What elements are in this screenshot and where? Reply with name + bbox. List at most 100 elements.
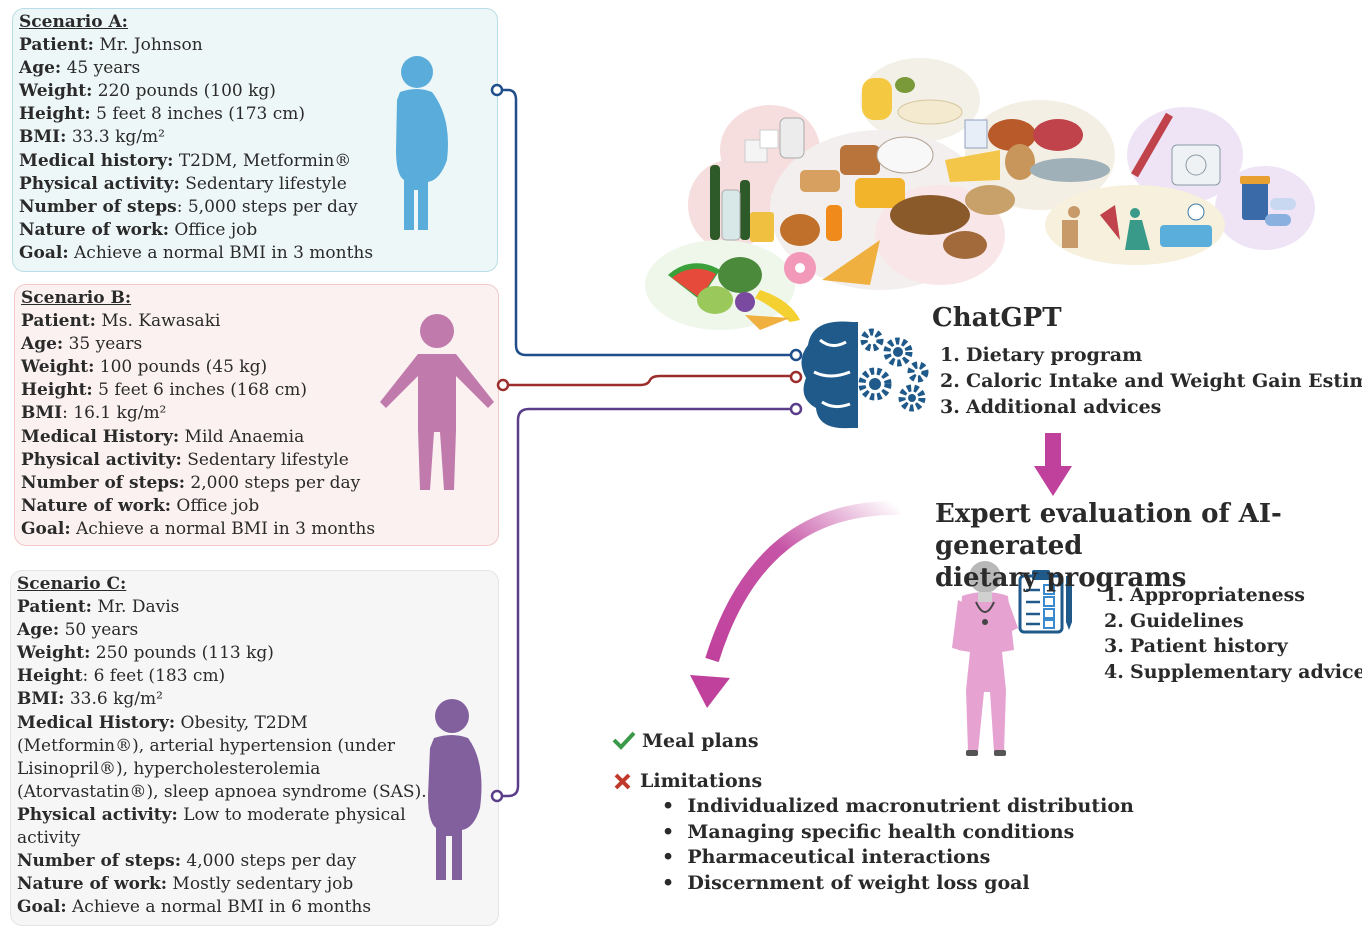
chatgpt-title: ChatGPT — [932, 303, 1062, 333]
patient-bmi: 33.3 kg/m² — [71, 127, 165, 148]
patient-goal: Achieve a normal BMI in 3 months — [74, 242, 374, 263]
patient-weight: 250 pounds (113 kg) — [95, 643, 274, 664]
label: Height: — [21, 380, 93, 401]
expert-list: 1.Appropriateness 2. Guidelines 3. Patient… — [1104, 583, 1362, 685]
item-text: Patient history — [1130, 635, 1288, 657]
down-arrow-icon — [1034, 433, 1072, 496]
list-item: • Pharmaceutical interactions — [662, 846, 991, 868]
label: Patient: — [17, 597, 92, 618]
patient-weight: 220 pounds (100 kg) — [97, 81, 276, 102]
item-number: 3. — [1104, 635, 1124, 657]
label: Nature of work: — [19, 219, 170, 240]
item-text: Managing specific health conditions — [687, 820, 1075, 843]
patient-name: Mr. Davis — [97, 597, 180, 618]
patient-activity: Sedentary lifestyle — [187, 449, 349, 470]
patient-height: 5 feet 6 inches (168 cm) — [98, 380, 308, 401]
label: BMI: — [17, 689, 65, 710]
label: Weight: — [19, 81, 93, 102]
patient-steps: : 5,000 steps per day — [176, 196, 358, 217]
item-number: 2. — [1104, 609, 1124, 632]
food-collage-icon — [645, 58, 1315, 330]
item-text: Pharmaceutical interactions — [687, 846, 991, 868]
meal-plans-label: Meal plans — [642, 730, 759, 752]
label: Goal: — [17, 897, 67, 918]
patient-history: Mild Anaemia — [184, 426, 305, 447]
scenario-a-title: Scenario A: — [19, 12, 128, 32]
list-item: 1.Appropriateness — [1104, 583, 1362, 609]
list-item: 2. Caloric Intake and Weight Gain Estimat… — [940, 368, 1362, 394]
patient-age: 45 years — [66, 58, 141, 79]
item-number: 2. — [940, 370, 960, 392]
list-item: 4. Supplementary advices — [1104, 660, 1362, 686]
item-number: 3. — [940, 396, 960, 418]
label: Number of steps: — [17, 851, 182, 872]
item-text: Caloric Intake and Weight Gain Estimate — [966, 370, 1362, 392]
item-text: Supplementary advices — [1130, 660, 1362, 683]
obese-man-icon — [428, 699, 482, 880]
patient-work: Mostly sedentary job — [172, 874, 354, 895]
expert-title-line: dietary programs — [935, 563, 1187, 593]
clipboard-icon — [1018, 570, 1072, 634]
scenario-b-title: Scenario B: — [21, 288, 132, 308]
patient-steps: 4,000 steps per day — [186, 851, 357, 872]
patient-age: 35 years — [68, 334, 143, 355]
item-number: 1. — [940, 344, 960, 366]
item-number: 4. — [1104, 660, 1124, 683]
patient-history: T2DM, Metformin® — [178, 150, 352, 171]
scenario-c-details: Scenario C: Patient: Mr. Davis Age: 50 y… — [17, 573, 437, 919]
patient-steps: 2,000 steps per day — [190, 472, 361, 493]
patient-height: : 6 feet (183 cm) — [82, 666, 226, 687]
expert-title: Expert evaluation of AI-generated dietar… — [935, 498, 1362, 594]
list-item: • Managing specific health conditions — [662, 820, 1075, 843]
label: Patient: — [19, 35, 94, 56]
expert-title-line: Expert evaluation of AI-generated — [935, 499, 1282, 561]
label: Height: — [19, 104, 91, 125]
brain-gears-icon — [801, 321, 929, 429]
patient-goal: Achieve a normal BMI in 3 months — [76, 518, 376, 539]
patient-height: 5 feet 8 inches (173 cm) — [96, 104, 306, 125]
patient-bmi: : 16.1 kg/m² — [62, 403, 167, 424]
label: Age: — [17, 620, 60, 641]
curved-arrow-icon — [690, 500, 901, 708]
scenario-b-details: Scenario B: Patient: Ms. Kawasaki Age: 3… — [21, 287, 441, 541]
nurse-icon — [952, 561, 1018, 756]
patient-work: Office job — [174, 219, 258, 240]
list-item: 3. Patient history — [1104, 634, 1362, 660]
list-item: 2. Guidelines — [1104, 609, 1362, 635]
item-text: Guidelines — [1130, 609, 1244, 632]
connector-endpoints — [490, 83, 803, 803]
patient-age: 50 years — [64, 620, 139, 641]
label: Medical history: — [19, 150, 174, 171]
chatgpt-list: 1.Dietary program 2.Caloric Intake and W… — [940, 342, 1362, 420]
label: Age: — [21, 334, 64, 355]
patient-name: Mr. Johnson — [99, 35, 203, 56]
label: Patient: — [21, 311, 96, 332]
patient-activity: Sedentary lifestyle — [185, 173, 347, 194]
scenario-b-card: Scenario B: Patient: Ms. Kawasaki Age: 3… — [14, 284, 499, 546]
label: Number of steps — [19, 196, 177, 217]
label: Age: — [19, 58, 62, 79]
patient-goal: Achieve a normal BMI in 6 months — [72, 897, 372, 918]
item-text: Discernment of weight loss goal — [687, 871, 1030, 894]
label: Medical History: — [21, 426, 180, 447]
item-text: Appropriateness — [1130, 584, 1305, 606]
obese-man-icon — [396, 56, 448, 230]
limitations-list: • Individualized macronutrient distribut… — [662, 794, 1134, 896]
label: Nature of work: — [17, 874, 168, 895]
connector-b — [503, 374, 796, 387]
list-item: 3.Additional advices — [940, 394, 1362, 420]
label: Physical activity: — [21, 449, 182, 470]
list-item: • Discernment of weight loss goal — [662, 871, 1030, 894]
label: Goal: — [21, 518, 71, 539]
scenario-c-title: Scenario C: — [17, 574, 127, 594]
list-item: • Individualized macronutrient distribut… — [662, 795, 1134, 817]
woman-icon — [380, 314, 494, 490]
label: Physical activity: — [19, 173, 180, 194]
check-icon — [612, 731, 636, 750]
connector-a — [497, 88, 796, 357]
patient-bmi: 33.6 kg/m² — [69, 689, 163, 710]
connector-c — [497, 407, 796, 798]
label: Medical History: — [17, 712, 176, 733]
label: Weight: — [21, 357, 95, 378]
